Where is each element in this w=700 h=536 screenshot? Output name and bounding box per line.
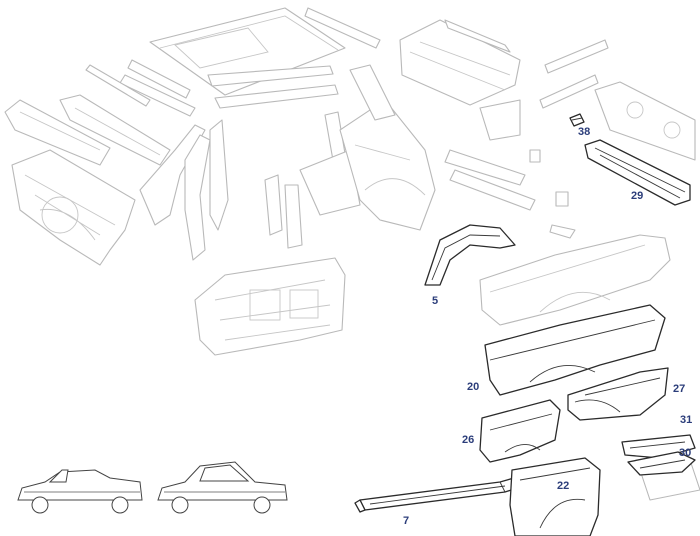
part-29-rear-crossmember[interactable] — [584, 139, 691, 206]
cowl-strip — [119, 74, 196, 117]
part-22-fender-lower[interactable] — [509, 457, 601, 536]
b-pillar-inner — [284, 184, 303, 249]
a-pillar-trim — [85, 64, 151, 107]
callout-label-31: 31 — [680, 414, 693, 426]
rear-rail-lower — [449, 169, 536, 211]
callout-label-22: 22 — [557, 480, 570, 492]
coupe-silhouette-icon — [157, 461, 288, 514]
part-30-repair-patch[interactable] — [627, 451, 696, 476]
rear-rail-long — [444, 149, 526, 186]
b-pillar-outer — [264, 174, 283, 236]
callout-label-7: 7 — [403, 515, 410, 527]
part-26-front-lower-section[interactable] — [479, 399, 561, 463]
callout-label-38: 38 — [578, 126, 591, 138]
roof-rail-front — [207, 65, 334, 87]
roof-rail-rear — [214, 84, 339, 109]
callout-label-20: 20 — [467, 381, 480, 393]
rear-end-panel — [594, 81, 696, 161]
bracket-small-1 — [529, 149, 541, 163]
rear-crossmember-upper — [544, 39, 609, 74]
windshield-frame — [127, 59, 191, 99]
roof-panel — [149, 7, 346, 96]
callout-label-5: 5 — [432, 295, 439, 307]
rear-quarter-inner — [299, 64, 436, 231]
rear-window-frame — [304, 7, 381, 49]
part-5-wheel-arch[interactable] — [424, 224, 516, 286]
door-inner-panel — [194, 257, 346, 356]
rear-quarter-panel — [479, 234, 671, 326]
front-inner-wheelhouse — [11, 149, 136, 266]
callout-label-27: 27 — [673, 383, 686, 395]
part-38-clip[interactable] — [569, 113, 585, 127]
bracket-small-3 — [549, 224, 576, 239]
rear-crossmember-lower — [539, 74, 599, 109]
firewall-assembly — [4, 94, 171, 166]
bracket-small-2 — [555, 191, 569, 207]
part-7-rocker-sill[interactable] — [354, 464, 569, 513]
front-pillar-inner — [184, 134, 211, 261]
callout-label-30: 30 — [679, 447, 692, 459]
wheel-tub-rear — [479, 99, 521, 141]
part-27-rear-lower-section[interactable] — [567, 367, 669, 421]
callout-label-29: 29 — [631, 190, 644, 202]
parcel-shelf — [399, 19, 521, 106]
hinge-pillar — [209, 119, 229, 231]
part-20-quarter-lower[interactable] — [484, 304, 666, 396]
convertible-silhouette-icon — [17, 469, 143, 514]
callout-label-26: 26 — [462, 434, 475, 446]
